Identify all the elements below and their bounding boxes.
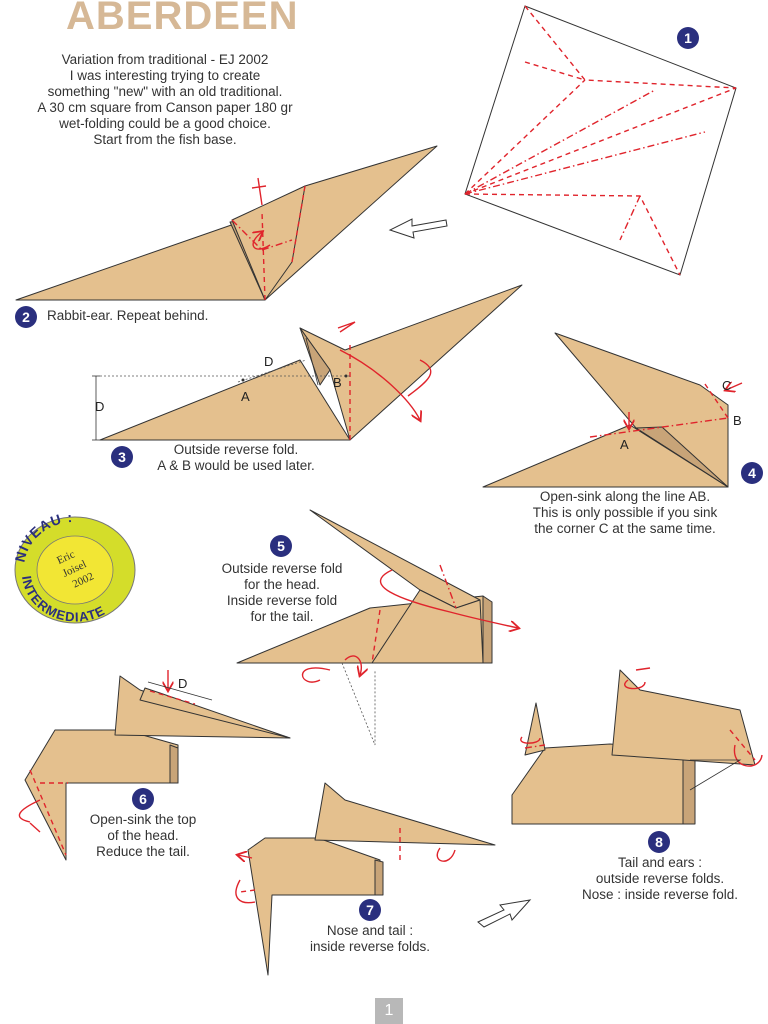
caption-line: Inside reverse fold (202, 593, 362, 609)
step3-badge: 3 (111, 446, 133, 468)
step1-crease-pattern (465, 6, 736, 275)
step1-number: 1 (684, 30, 692, 46)
caption-line: the corner C at the same time. (505, 521, 745, 537)
hollow-arrow (390, 219, 447, 238)
step8-caption: Tail and ears : outside reverse folds. N… (565, 855, 755, 903)
step8-badge: 8 (648, 831, 670, 853)
caption-line: for the tail. (202, 609, 362, 625)
step3-label-a: A (241, 389, 250, 404)
step4-diagram: C B A (483, 333, 742, 487)
step2-diagram (16, 146, 437, 300)
caption-line: Nose : inside reverse fold. (565, 887, 755, 903)
step4-label-b: B (733, 413, 742, 428)
step4-badge: 4 (741, 462, 763, 484)
step6-caption: Open-sink the top of the head. Reduce th… (73, 812, 213, 860)
caption-line: Outside reverse fold (202, 561, 362, 577)
step3-label-b: B (333, 375, 342, 390)
level-badge: NIVEAU : INTERMEDIATE Eric Joisel 2002 (12, 509, 135, 625)
step3-label-d-side: D (95, 399, 104, 414)
step8-diagram (512, 668, 762, 824)
caption-line: Tail and ears : (565, 855, 755, 871)
step3-caption: Outside reverse fold. A & B would be use… (136, 442, 336, 474)
caption-line: outside reverse folds. (565, 871, 755, 887)
step4-caption: Open-sink along the line AB. This is onl… (505, 489, 745, 537)
step3-label-d-top: D (264, 354, 273, 369)
caption-line: Open-sink along the line AB. (505, 489, 745, 505)
caption-line: Reduce the tail. (73, 844, 213, 860)
caption-line: A & B would be used later. (136, 458, 336, 474)
step4-label-a: A (620, 437, 629, 452)
step7-badge: 7 (359, 899, 381, 921)
step1-badge: 1 (677, 27, 699, 49)
caption-line: of the head. (73, 828, 213, 844)
step6-label-d: D (178, 676, 187, 691)
page-number: 1 (375, 998, 403, 1024)
step5-badge: 5 (270, 535, 292, 557)
step7-caption: Nose and tail : inside reverse folds. (290, 923, 450, 955)
step4-label-c: C (722, 378, 731, 393)
caption-line: Rabbit-ear. Repeat behind. (47, 308, 208, 324)
caption-line: Nose and tail : (290, 923, 450, 939)
caption-line: for the head. (202, 577, 362, 593)
step5-caption: Outside reverse fold for the head. Insid… (202, 561, 362, 625)
caption-line: inside reverse folds. (290, 939, 450, 955)
hollow-arrow (478, 900, 530, 927)
step6-badge: 6 (132, 788, 154, 810)
step2-caption: Rabbit-ear. Repeat behind. (47, 308, 208, 324)
caption-line: Outside reverse fold. (136, 442, 336, 458)
caption-line: This is only possible if you sink (505, 505, 745, 521)
caption-line: Open-sink the top (73, 812, 213, 828)
step2-badge: 2 (15, 306, 37, 328)
